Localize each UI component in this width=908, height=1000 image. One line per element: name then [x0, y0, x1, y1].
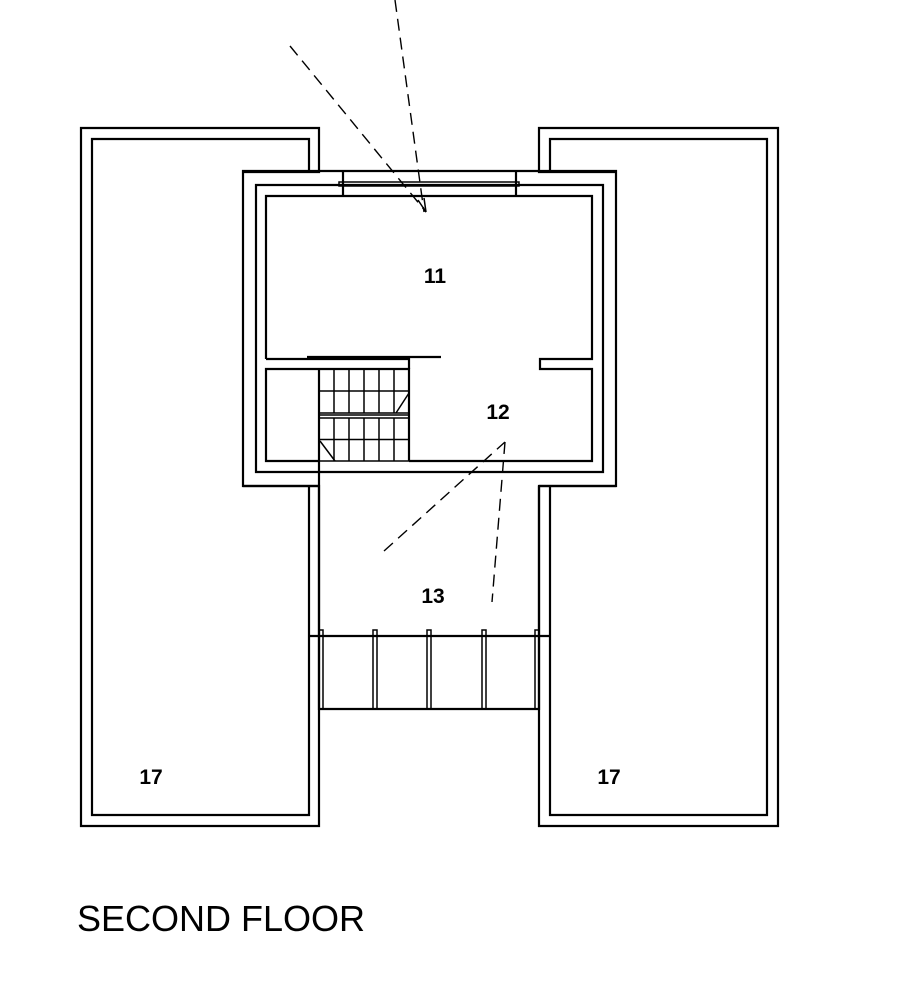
window-sill: [338, 181, 520, 187]
right-wing-outer-wall: [537, 126, 780, 828]
railing-post: [372, 629, 378, 710]
room-label-12: 12: [486, 401, 509, 424]
room-11-12-inner-wall: [264, 194, 594, 463]
central-mid-wall: [254, 183, 605, 474]
central-outer-wall: [241, 169, 618, 488]
stair-break-mark: [319, 440, 336, 462]
partition-wall-top: [266, 357, 411, 369]
arrow-head-top: [417, 197, 427, 213]
railing-post: [318, 629, 324, 710]
room-label-17-right: 17: [597, 766, 620, 789]
dashed-line-top-vertical: [394, 0, 425, 213]
drawing-title: SECOND FLOOR: [77, 898, 366, 939]
left-wing-outer-wall: [79, 126, 321, 828]
left-wing: [79, 126, 321, 828]
staircase: [318, 368, 410, 462]
dashed-line-hall-diagonal: [383, 441, 506, 552]
room-label-17-left: 17: [139, 766, 162, 789]
railing-post: [481, 629, 487, 710]
left-wing-inner-wall: [90, 137, 311, 817]
stair-break-mark: [395, 392, 410, 414]
dashed-line-hall-vertical: [491, 441, 506, 603]
right-wing: [537, 126, 780, 828]
right-wing-inner-wall: [548, 137, 769, 817]
room-label-13: 13: [421, 585, 444, 608]
railing-post: [534, 629, 540, 710]
room-label-11: 11: [424, 265, 447, 288]
central-block: [241, 169, 618, 488]
window-top: [338, 171, 520, 196]
dashed-indicators: [289, 0, 506, 603]
balcony-railing: [309, 629, 550, 711]
railing-post: [426, 629, 432, 710]
dashed-line-top-diagonal: [289, 45, 427, 213]
